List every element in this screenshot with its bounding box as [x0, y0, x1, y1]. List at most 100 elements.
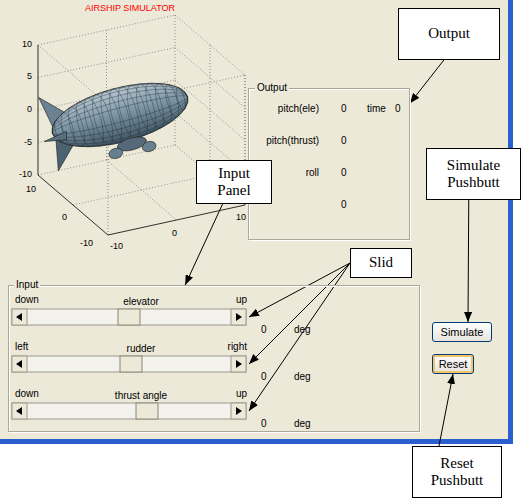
slider-name: elevator [123, 296, 159, 308]
leader-arrow [249, 263, 350, 317]
slider-end-label: left [15, 341, 28, 353]
slider-arrow-button [12, 403, 27, 419]
callout-arrow [410, 60, 444, 103]
mesh-line [46, 72, 195, 159]
slider-track [12, 309, 246, 325]
slider-thumb [136, 403, 158, 419]
callout-box: Input Panel [196, 160, 272, 204]
panel-title: Input [14, 279, 40, 291]
slider-name: rudder [127, 343, 156, 355]
field-label: pitch(ele) [278, 103, 319, 115]
mesh-line [80, 96, 107, 148]
leader-arrow [249, 263, 350, 364]
unit-label: deg [294, 371, 311, 383]
slider-arrow [16, 360, 22, 368]
mesh-line [46, 74, 193, 155]
slider-arrow [236, 407, 242, 415]
axis-tick-label: -10 [110, 241, 123, 252]
value-readout: 0 [261, 418, 267, 430]
panel-title: Output [255, 82, 289, 94]
window-title: AIRSHIP SIMULATOR [85, 3, 175, 14]
callout-text: Slid [369, 254, 393, 271]
callout-box: Output [398, 8, 500, 60]
slider-arrow-button [231, 309, 246, 325]
axis-tick-label: -10 [19, 169, 32, 180]
grid-line [175, 80, 245, 140]
callout-text: Simulate Pushbutt [431, 157, 516, 192]
slider-thumb [120, 356, 142, 372]
mesh-line [47, 78, 192, 151]
callout-text: Input Panel [201, 165, 267, 200]
axis-tick-label: 10 [22, 39, 32, 50]
tail-fin [43, 131, 68, 145]
value-readout: 0 [341, 167, 347, 179]
axis-tick-label: 10 [236, 212, 246, 223]
engine-pod [108, 147, 124, 160]
slider-end-label: up [236, 388, 247, 400]
value-readout: 0 [341, 199, 347, 211]
airship-hull [45, 71, 194, 159]
slider-thumb [118, 309, 140, 325]
grid-line [73, 175, 210, 205]
window-background [0, 0, 512, 440]
value-readout: 0 [341, 135, 347, 147]
callout-text: Reset Pushbutt [417, 455, 497, 490]
callout-text: Output [428, 25, 470, 42]
slider-control [12, 309, 246, 325]
mesh-line [152, 82, 175, 125]
axis-tick-label: -10 [80, 238, 93, 249]
slider-arrow-button [231, 356, 246, 372]
axis-tick-label: 0 [62, 212, 67, 223]
engine-pod [141, 140, 157, 153]
grid-line [210, 45, 211, 175]
value-readout: 0 [261, 371, 267, 383]
output-panel: Outputpitch(ele)0time0pitch(thrust)0roll… [248, 88, 410, 240]
axis-tick-label: 0 [27, 104, 32, 115]
value-readout: 0 [341, 103, 347, 115]
callout-box: Reset Pushbutt [412, 446, 502, 498]
axis-line [38, 45, 39, 175]
slider-track [12, 356, 246, 372]
window-border [0, 439, 513, 444]
slider-end-label: right [228, 341, 247, 353]
unit-label: deg [294, 418, 311, 430]
slider-arrow [236, 313, 242, 321]
unit-label: deg [294, 324, 311, 336]
mesh-line [88, 92, 117, 146]
mesh-line [163, 83, 182, 119]
slider-control [12, 356, 246, 372]
axis-line [38, 175, 108, 235]
slider-end-label: down [15, 388, 39, 400]
value-readout: 0 [395, 103, 401, 115]
field-label: time [367, 103, 386, 115]
slider-arrow-button [12, 356, 27, 372]
callout-arrow [439, 374, 453, 446]
slider-arrow [236, 360, 242, 368]
slider-end-label: up [236, 294, 247, 306]
button-label: Simulate [441, 326, 484, 338]
window-border [508, 0, 513, 444]
push-button: Simulate [432, 322, 492, 342]
slider-control [12, 403, 246, 419]
axis-tick-label: 5 [27, 71, 32, 82]
hull-mesh [45, 71, 194, 159]
mesh-line [105, 87, 135, 143]
slider-arrow-button [231, 403, 246, 419]
slider-track [12, 403, 246, 419]
slider-arrow [16, 313, 22, 321]
mesh-line [142, 82, 167, 130]
callout-arrow [468, 200, 470, 322]
slider-name: thrust angle [115, 390, 167, 402]
callout-box: Simulate Pushbutt [426, 148, 521, 200]
axis-tick-label: 0 [172, 228, 177, 239]
input-panel: Inputdownelevatorup0degleftrudderright0d… [8, 285, 420, 432]
grid-line [175, 15, 176, 145]
button-label: Reset [439, 358, 468, 370]
grid-line [107, 160, 177, 220]
callout-box: Slid [350, 248, 412, 278]
mesh-line [51, 90, 190, 140]
airship-model [33, 60, 199, 177]
mesh-line [58, 111, 77, 147]
